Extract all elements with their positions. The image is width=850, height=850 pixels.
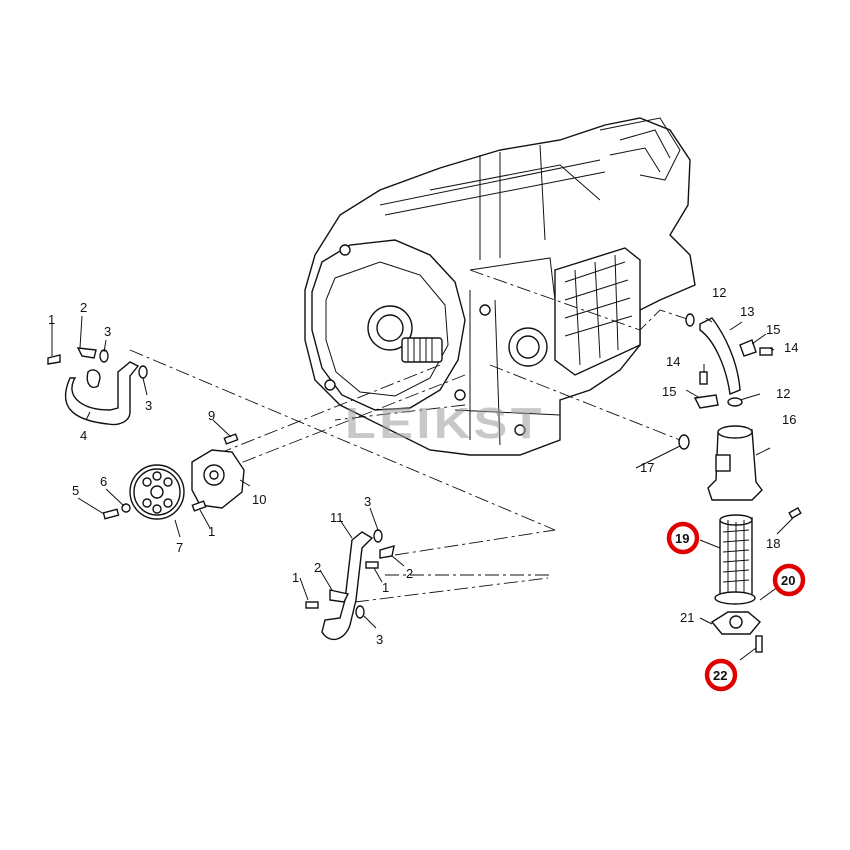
callout-3: 3 xyxy=(364,494,371,509)
callout-17: 17 xyxy=(640,460,654,475)
callout-7: 7 xyxy=(176,540,183,555)
callout-3: 3 xyxy=(376,632,383,647)
highlight-ring-22 xyxy=(704,658,738,692)
callout-12: 12 xyxy=(712,285,726,300)
callout-4: 4 xyxy=(80,428,87,443)
filter-housing-assembly xyxy=(635,313,802,661)
highlight-rings xyxy=(666,521,806,692)
callout-1: 1 xyxy=(208,524,215,539)
callout-labels: 1 2 3 3 4 5 6 7 9 1 10 11 3 2 1 2 1 3 12… xyxy=(48,285,798,683)
callout-19: 19 xyxy=(675,531,689,546)
callout-21: 21 xyxy=(680,610,694,625)
callout-13: 13 xyxy=(740,304,754,319)
callout-2: 2 xyxy=(80,300,87,315)
callout-1: 1 xyxy=(382,580,389,595)
callout-20: 20 xyxy=(781,573,795,588)
alignment-lines xyxy=(129,269,691,603)
callout-10: 10 xyxy=(252,492,266,507)
callout-1: 1 xyxy=(292,570,299,585)
callout-15: 15 xyxy=(662,384,676,399)
highlight-ring-20 xyxy=(772,563,806,597)
callout-2: 2 xyxy=(406,566,413,581)
lower-oil-pipe-assembly xyxy=(299,507,405,641)
callout-18: 18 xyxy=(766,536,780,551)
callout-12: 12 xyxy=(776,386,790,401)
callout-2: 2 xyxy=(314,560,321,575)
highlight-ring-19 xyxy=(666,521,700,555)
callout-9: 9 xyxy=(208,408,215,423)
callout-16: 16 xyxy=(782,412,796,427)
callout-11: 11 xyxy=(330,510,344,525)
oil-pump-assembly xyxy=(77,419,251,538)
callout-3: 3 xyxy=(145,398,152,413)
watermark: LEIKST xyxy=(345,399,545,448)
callout-15: 15 xyxy=(766,322,780,337)
callout-5: 5 xyxy=(72,483,79,498)
left-oil-pipe-assembly xyxy=(47,315,148,426)
callout-1: 1 xyxy=(48,312,55,327)
callout-3: 3 xyxy=(104,324,111,339)
callout-22: 22 xyxy=(713,668,727,683)
callout-14: 14 xyxy=(784,340,798,355)
transmission-case xyxy=(304,117,696,456)
callout-6: 6 xyxy=(100,474,107,489)
callout-14: 14 xyxy=(666,354,680,369)
